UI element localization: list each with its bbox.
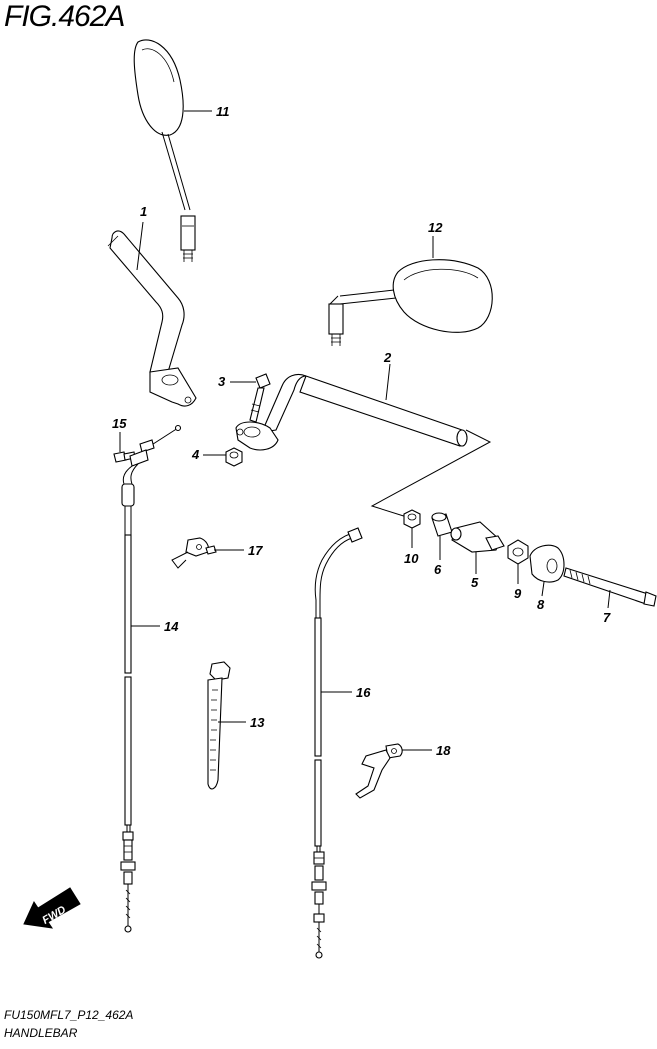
callout-4: 4 <box>191 447 200 462</box>
part-13-cable-tie[interactable] <box>207 661 246 790</box>
callout-6: 6 <box>434 562 442 577</box>
part-5-collar[interactable] <box>450 521 505 574</box>
callout-17: 17 <box>248 543 263 558</box>
callout-5: 5 <box>471 575 479 590</box>
callout-15: 15 <box>112 416 127 431</box>
callout-3: 3 <box>218 374 226 389</box>
callout-9: 9 <box>514 586 522 601</box>
callout-13: 13 <box>250 715 265 730</box>
part-18-bracket[interactable] <box>355 743 432 799</box>
part-6-spacer[interactable] <box>431 512 453 560</box>
part-9-nut[interactable] <box>507 539 529 584</box>
fwd-arrow-icon: FWD <box>23 887 81 929</box>
part-16-cable[interactable] <box>311 527 363 959</box>
part-17-clamp[interactable] <box>171 537 244 569</box>
callout-18: 18 <box>436 743 451 758</box>
callout-10: 10 <box>404 551 419 566</box>
part-8-bar-end[interactable] <box>529 544 565 597</box>
part-7-long-screw[interactable] <box>563 567 657 609</box>
part-12-right-mirror[interactable] <box>328 236 493 346</box>
callout-labels: 11 1 12 2 3 15 4 10 6 17 5 9 8 7 14 16 1… <box>112 104 611 758</box>
part-14-throttle-cable[interactable] <box>120 424 182 933</box>
callout-11: 11 <box>216 104 230 119</box>
exploded-view-reference-line <box>370 429 492 519</box>
callout-7: 7 <box>603 610 611 625</box>
callout-1: 1 <box>140 204 147 219</box>
part-3-bolt[interactable] <box>230 373 271 423</box>
part-11-left-mirror[interactable] <box>133 39 212 262</box>
figure-title: FIG.462A <box>4 0 125 33</box>
part-1-left-handlebar[interactable] <box>107 221 197 407</box>
callout-14: 14 <box>164 619 179 634</box>
part-4-nut[interactable] <box>203 447 243 467</box>
callout-12: 12 <box>428 220 443 235</box>
callout-8: 8 <box>537 597 545 612</box>
callout-2: 2 <box>383 350 392 365</box>
footer-code: FU150MFL7_P12_462A <box>4 1008 134 1022</box>
footer-name: HANDLEBAR <box>4 1026 78 1040</box>
callout-16: 16 <box>356 685 371 700</box>
part-2-right-handlebar[interactable] <box>235 363 468 451</box>
part-10-nut[interactable] <box>403 509 421 548</box>
